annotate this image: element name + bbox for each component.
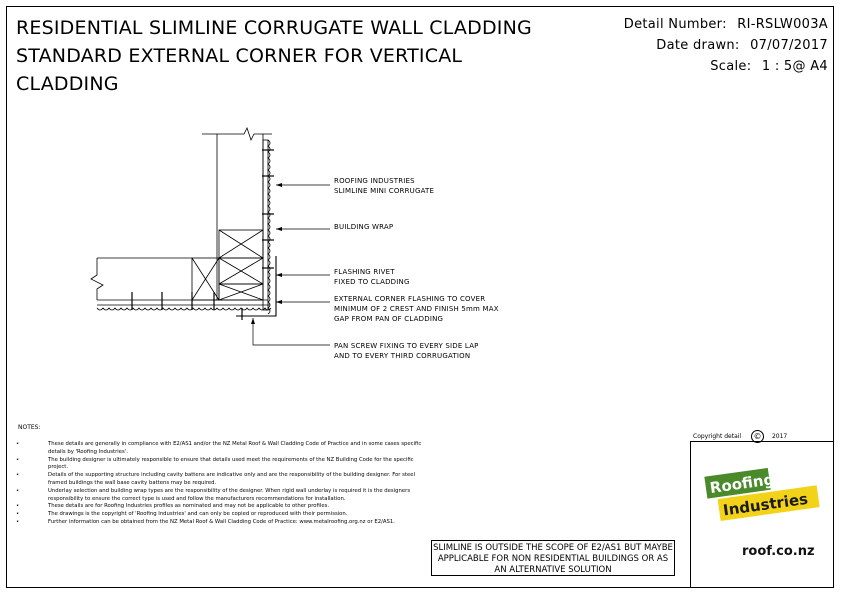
- callout-flashing-line-1: EXTERNAL CORNER FLASHING TO COVER: [334, 295, 486, 303]
- note-item: These details are generally in complianc…: [16, 441, 431, 457]
- notes-list: These details are generally in complianc…: [16, 441, 431, 527]
- callout-rivet-line-2: FIXED TO CLADDING: [334, 278, 410, 286]
- leader-lines: [252, 184, 330, 346]
- detail-number-row: Detail Number: RI-RSLW003A: [624, 14, 828, 35]
- corner-post-lower: [218, 257, 264, 285]
- left-break-line: [90, 258, 104, 300]
- corner-post-side: [191, 257, 220, 301]
- scope-note: SLIMLINE IS OUTSIDE THE SCOPE OF E2/AS1 …: [431, 540, 675, 576]
- copyright-year: 2017: [771, 433, 788, 440]
- title-line-2: STANDARD EXTERNAL CORNER FOR VERTICAL: [16, 45, 463, 67]
- scale-label: Scale:: [710, 59, 752, 74]
- top-break-line: [202, 126, 272, 142]
- leader-arrowheads: [251, 183, 282, 324]
- scale-value: 1 : 5@ A4: [761, 59, 828, 74]
- callout-cladding: ROOFING INDUSTRIES SLIMLINE MINI CORRUGA…: [334, 176, 434, 196]
- note-item: Details of the supporting structure incl…: [16, 472, 431, 488]
- date-drawn-row: Date drawn: 07/07/2017: [624, 35, 828, 56]
- note-item: Further information can be obtained from…: [16, 519, 431, 527]
- callout-rivet-line-1: FLASHING RIVET: [334, 268, 395, 276]
- fixing-screws: [131, 149, 274, 320]
- corner-post-base: [218, 283, 264, 301]
- drawing-title: RESIDENTIAL SLIMLINE CORRUGATE WALL CLAD…: [16, 14, 532, 98]
- note-item: These details are for Roofing Industries…: [16, 503, 431, 511]
- callout-building-wrap: BUILDING WRAP: [334, 222, 393, 232]
- cladding-corrugation-horizontal: [96, 307, 272, 311]
- detail-number-label: Detail Number:: [623, 17, 727, 32]
- drawing-frame: [6, 6, 834, 588]
- callout-flashing-line-3: GAP FROM PAN OF CLADDING: [334, 315, 444, 323]
- logo-yellow-block: [717, 485, 820, 521]
- callout-cladding-line-2: SLIMLINE MINI CORRUGATE: [334, 187, 435, 195]
- date-drawn-label: Date drawn:: [656, 38, 740, 53]
- cavity-batten: [262, 139, 269, 311]
- callout-pan-screw: PAN SCREW FIXING TO EVERY SIDE LAP AND T…: [334, 341, 479, 361]
- date-drawn-value: 07/07/2017: [750, 38, 828, 53]
- logo-green-block: [704, 467, 771, 499]
- note-item: The building designer is ultimately resp…: [16, 457, 431, 473]
- title-line-3: CLADDING: [16, 73, 119, 95]
- title-line-1: RESIDENTIAL SLIMLINE CORRUGATE WALL CLAD…: [16, 17, 532, 39]
- scale-row: Scale: 1 : 5@ A4: [624, 56, 828, 77]
- callout-cladding-line-1: ROOFING INDUSTRIES: [334, 177, 415, 185]
- logo-panel: [690, 441, 834, 588]
- copyright-label: Copyright detail: [693, 433, 742, 440]
- callout-flashing-line-2: MINIMUM OF 2 CREST AND FINISH 5mm MAX: [334, 305, 499, 313]
- copyright-line: Copyright detail © 2017: [693, 430, 787, 443]
- note-item: The drawings is the copyright of 'Roofin…: [16, 511, 431, 519]
- corner-flashing: [236, 256, 277, 317]
- roofing-industries-logo: Roofing Industries: [704, 467, 820, 521]
- logo-url: roof.co.nz: [742, 544, 815, 559]
- callout-corner-flashing: EXTERNAL CORNER FLASHING TO COVER MINIMU…: [334, 294, 499, 324]
- callout-screw-line-2: AND TO EVERY THIRD CORRUGATION: [334, 352, 471, 360]
- title-block-meta: Detail Number: RI-RSLW003A Date drawn: 0…: [624, 14, 828, 77]
- corner-post-upper: [218, 229, 264, 259]
- cladding-corrugation-vertical: [267, 139, 271, 315]
- detail-number-value: RI-RSLW003A: [737, 17, 828, 32]
- notes-heading: NOTES:: [18, 424, 41, 431]
- callout-flashing-rivet: FLASHING RIVET FIXED TO CLADDING: [334, 267, 410, 287]
- callout-wrap-line: BUILDING WRAP: [334, 223, 394, 231]
- note-item: Underlay selection and building wrap typ…: [16, 488, 431, 504]
- copyright-icon: ©: [751, 430, 765, 443]
- callout-screw-line-1: PAN SCREW FIXING TO EVERY SIDE LAP: [334, 342, 479, 350]
